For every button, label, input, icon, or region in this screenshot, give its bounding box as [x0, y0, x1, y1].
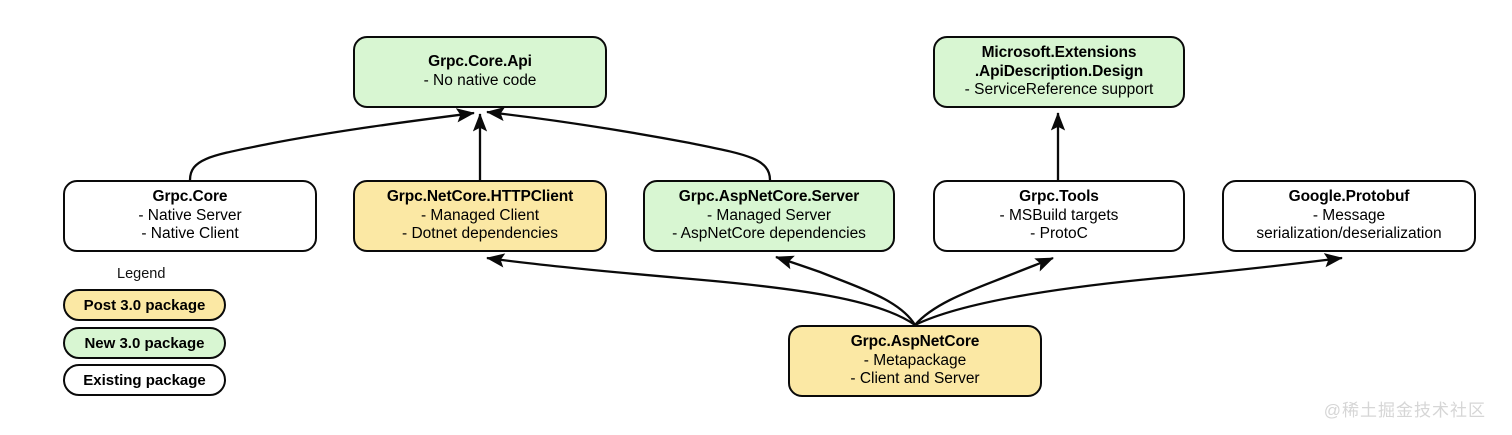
edge-metapackage-to-httpclient: [486, 253, 916, 326]
node-detail-line: - Client and Server: [850, 370, 980, 388]
node-title: Microsoft.Extensions: [981, 43, 1137, 61]
node-detail-line: - Managed Client: [420, 206, 540, 224]
node-title: Grpc.Tools: [1019, 187, 1099, 205]
legend-title: Legend: [117, 266, 166, 282]
edge-metapackage-to-aspnetcore-server: [775, 255, 916, 326]
edge-grpc-core-to-core-api: [188, 108, 475, 181]
legend-item-label: New 3.0 package: [84, 334, 205, 352]
node-title-continuation: .ApiDescription.Design: [974, 62, 1144, 80]
node-detail-line: - ServiceReference support: [964, 81, 1154, 99]
legend-item-label: Post 3.0 package: [83, 296, 206, 314]
node-grpc-aspnetcore-server[interactable]: Grpc.AspNetCore.Server - Managed Server …: [643, 180, 895, 252]
legend-item-post-30-package[interactable]: Post 3.0 package: [63, 289, 226, 321]
node-detail-line: - Native Client: [141, 225, 239, 243]
edge-metapackage-to-tools: [914, 256, 1054, 326]
node-detail-line: - ProtoC: [1030, 225, 1088, 243]
node-title: Grpc.AspNetCore: [850, 332, 980, 350]
node-title: Google.Protobuf: [1288, 187, 1410, 205]
node-detail-line: - Managed Server: [706, 206, 832, 224]
legend-item-new-30-package[interactable]: New 3.0 package: [63, 327, 226, 359]
node-detail-line: - No native code: [423, 72, 537, 89]
edge-metapackage-to-protobuf: [914, 253, 1343, 327]
edge-aspnetcore-server-to-core-api: [486, 106, 772, 181]
node-detail-line: - Dotnet dependencies: [402, 225, 558, 243]
node-grpc-core[interactable]: Grpc.Core - Native Server - Native Clien…: [63, 180, 317, 252]
watermark: @稀土掘金技术社区: [1323, 401, 1486, 420]
node-detail-line: - Native Server: [138, 206, 242, 224]
legend-item-existing-package[interactable]: Existing package: [63, 364, 226, 396]
node-detail-line: - AspNetCore dependencies: [672, 225, 866, 243]
node-title: Grpc.Core: [152, 187, 228, 205]
node-detail-line: - Metapackage: [863, 351, 967, 369]
node-detail-line: - MSBuild targets: [999, 206, 1119, 224]
node-title: Grpc.AspNetCore.Server: [678, 187, 860, 205]
node-title: Grpc.Core.Api: [428, 53, 532, 71]
node-grpc-netcore-httpclient[interactable]: Grpc.NetCore.HTTPClient - Managed Client…: [353, 180, 607, 252]
node-detail-line: - Message: [1312, 206, 1386, 224]
node-title: Grpc.NetCore.HTTPClient: [386, 187, 574, 205]
node-grpc-core-api[interactable]: Grpc.Core.Api - No native code: [353, 36, 607, 108]
node-detail-line: serialization/deserialization: [1256, 225, 1442, 243]
legend-item-label: Existing package: [83, 371, 206, 389]
node-microsoft-extensions-apidescription-design[interactable]: Microsoft.Extensions .ApiDescription.Des…: [933, 36, 1185, 108]
node-grpc-tools[interactable]: Grpc.Tools - MSBuild targets - ProtoC: [933, 180, 1185, 252]
node-grpc-aspnetcore[interactable]: Grpc.AspNetCore - Metapackage - Client a…: [788, 325, 1042, 397]
node-google-protobuf[interactable]: Google.Protobuf - Message serialization/…: [1222, 180, 1476, 252]
